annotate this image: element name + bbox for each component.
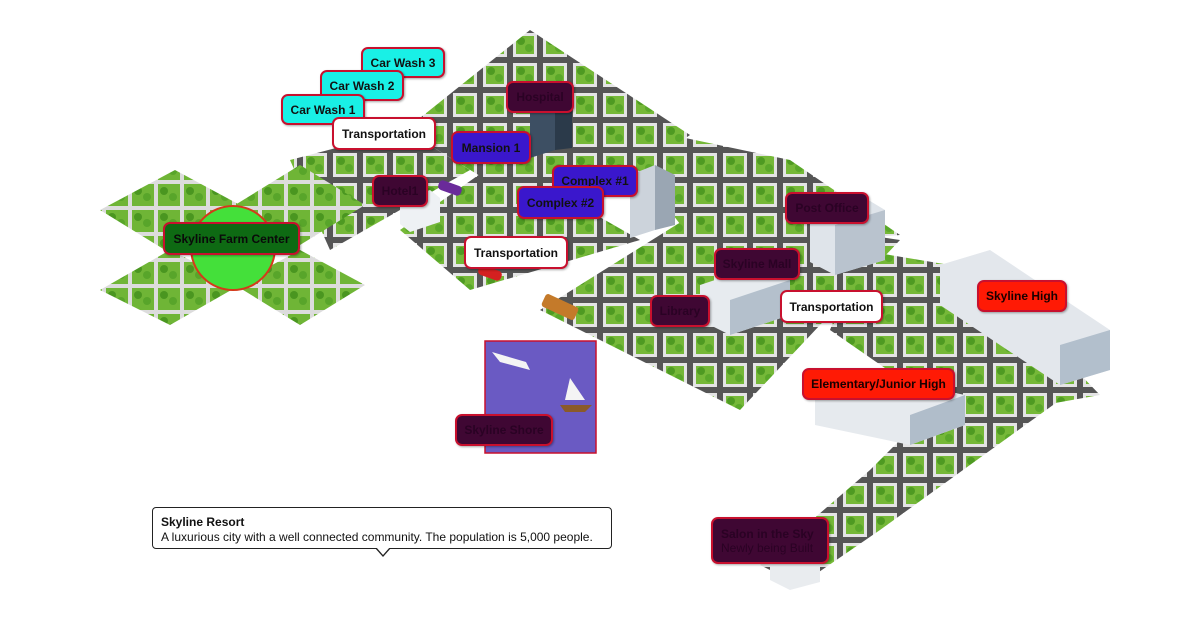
- transportation-center-text: Transportation: [473, 245, 558, 260]
- vehicles: [438, 180, 579, 320]
- skyline-high-label[interactable]: Skyline High: [977, 280, 1067, 312]
- complex-1-text: Complex #1: [561, 174, 629, 188]
- hotel-1-text: Hotel1: [381, 184, 419, 198]
- tooltip-title: Skyline Resort: [161, 515, 245, 529]
- city-info-tooltip: Skyline Resort A luxurious city with a w…: [152, 507, 612, 557]
- car-wash-1-text: Car Wash 1: [290, 102, 356, 117]
- farm-center-label[interactable]: Skyline Farm Center: [163, 222, 300, 255]
- skyline-mall-text: Skyline Mall: [722, 257, 792, 271]
- hospital-text: Hospital: [516, 90, 564, 104]
- hotel-1-label[interactable]: Hotel1: [372, 175, 428, 207]
- library-label[interactable]: Library: [650, 295, 710, 327]
- tooltip-body: A luxurious city with a well connected c…: [161, 530, 593, 544]
- salon-in-the-sky-label[interactable]: Salon in the Sky Newly being Built: [711, 517, 829, 564]
- car-wash-3-text: Car Wash 3: [370, 55, 436, 70]
- transportation-east-text: Transportation: [789, 299, 874, 314]
- hospital-label[interactable]: Hospital: [506, 81, 574, 113]
- complex-2-label[interactable]: Complex #2: [517, 186, 604, 219]
- district-southern-strip: [760, 400, 1060, 585]
- elementary-junior-high-label[interactable]: Elementary/Junior High: [802, 368, 955, 400]
- post-office-label[interactable]: Post Office: [785, 192, 869, 224]
- complex-2-text: Complex #2: [526, 195, 595, 210]
- mall-building: [700, 265, 790, 335]
- skyline-mall-label[interactable]: Skyline Mall: [714, 248, 800, 280]
- skyline-high-text: Skyline High: [985, 289, 1059, 303]
- mansion-1-label[interactable]: Mansion 1: [451, 131, 531, 164]
- mansion-1-text: Mansion 1: [461, 140, 521, 155]
- post-office-text: Post Office: [795, 201, 859, 215]
- skyline-shore-label[interactable]: Skyline Shore: [455, 414, 553, 446]
- tooltip-pointer-fill: [376, 547, 390, 555]
- transportation-north-text: Transportation: [341, 126, 426, 141]
- transportation-east-label[interactable]: Transportation: [780, 290, 883, 323]
- transportation-north-label[interactable]: Transportation: [332, 117, 436, 150]
- salon-title-text: Salon in the Sky: [721, 526, 814, 541]
- transportation-center-label[interactable]: Transportation: [464, 236, 568, 269]
- district-east: [830, 250, 1100, 420]
- farm-center-text: Skyline Farm Center: [173, 231, 290, 246]
- elementary-junior-high-text: Elementary/Junior High: [811, 377, 946, 391]
- library-text: Library: [659, 304, 701, 318]
- salon-subtitle-text: Newly being Built: [721, 540, 814, 555]
- car-wash-2-text: Car Wash 2: [329, 78, 395, 93]
- skyline-shore-text: Skyline Shore: [464, 423, 544, 437]
